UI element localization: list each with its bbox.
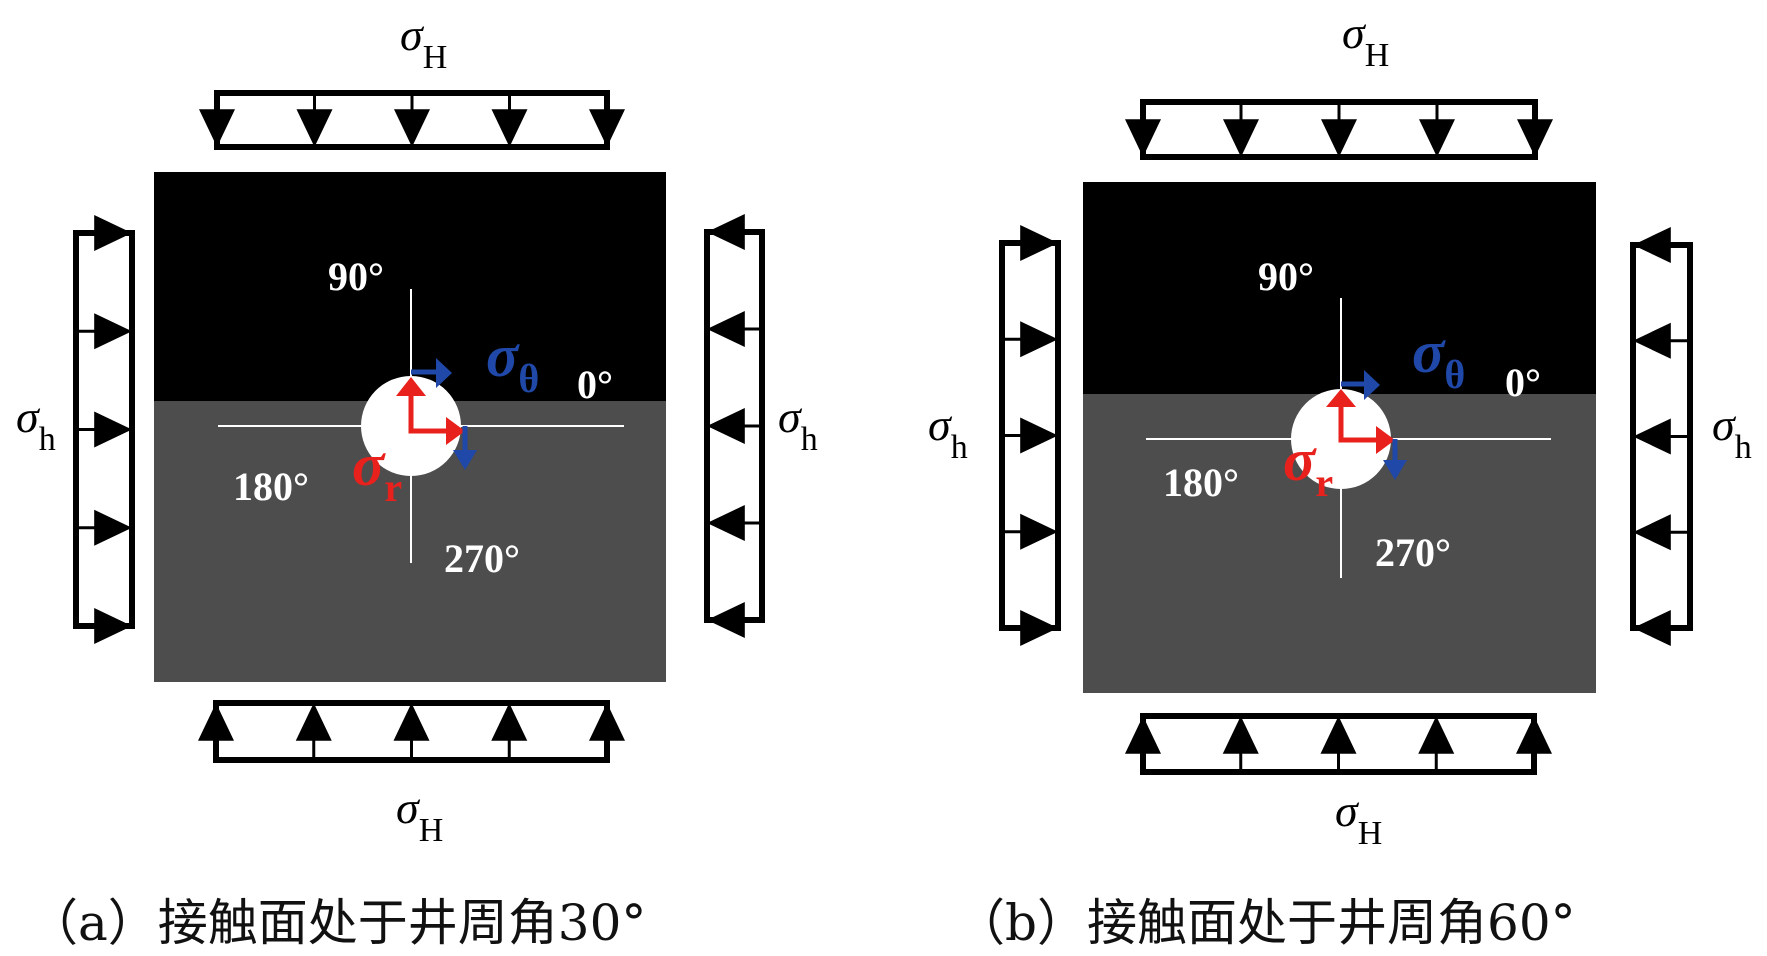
panel-a: 90° 0° 180° 270° σθ σr σH σH σh σh （a）接触… xyxy=(16,9,818,952)
sigma-h-right-label: σh xyxy=(778,391,818,458)
load-arrow-down-icon xyxy=(589,109,625,147)
load-arrow-down-icon xyxy=(491,109,528,147)
top-load-bar xyxy=(1125,99,1553,160)
panel-a-caption: （a）接触面处于井周角30° xyxy=(28,894,646,952)
angle-label-90: 90° xyxy=(328,254,384,299)
rock-upper-layer xyxy=(1083,182,1596,394)
load-arrow-up-icon xyxy=(1418,716,1455,754)
panel-b: 90° 0° 180° 270° σθ σr σH σH σh σh （b）接触… xyxy=(928,7,1752,952)
load-arrow-right-icon xyxy=(1020,417,1058,454)
load-arrow-up-icon xyxy=(295,703,332,741)
load-arrow-left-icon xyxy=(707,602,745,638)
bottom-load-bar xyxy=(1125,713,1552,775)
right-load-bar xyxy=(704,214,765,638)
sigma-r-label: σr xyxy=(1283,427,1333,505)
load-arrow-left-icon xyxy=(1633,610,1671,646)
angle-label-90: 90° xyxy=(1258,254,1314,299)
load-arrow-down-icon xyxy=(1125,119,1161,157)
load-arrow-up-icon xyxy=(1125,716,1161,754)
load-arrow-right-icon xyxy=(94,313,132,350)
load-arrow-left-icon xyxy=(707,214,745,250)
load-arrow-right-icon xyxy=(94,411,132,448)
load-arrow-down-icon xyxy=(1419,119,1455,157)
load-arrow-left-icon xyxy=(707,505,745,541)
load-arrow-up-icon xyxy=(1222,716,1259,754)
angle-label-270: 270° xyxy=(1375,530,1451,575)
load-arrow-right-icon xyxy=(94,509,132,546)
angle-label-0: 0° xyxy=(1505,360,1541,405)
sigma-r-arrows xyxy=(396,377,465,445)
load-arrow-up-icon xyxy=(491,703,528,741)
load-arrow-left-icon xyxy=(707,408,745,444)
angle-label-180: 180° xyxy=(233,464,309,509)
load-arrow-left-icon xyxy=(1633,514,1671,551)
sigma-theta-arrows xyxy=(1341,370,1407,480)
load-arrow-down-icon xyxy=(1517,119,1553,157)
load-arrow-right-icon xyxy=(1020,225,1058,261)
load-arrow-up-icon xyxy=(393,703,430,741)
load-arrow-up-icon xyxy=(198,703,234,741)
sigma-theta-label: σθ xyxy=(1412,319,1465,397)
sigma-H-top-label: σH xyxy=(400,9,447,76)
sigma-h-right-label: σh xyxy=(1712,399,1752,466)
angle-label-0: 0° xyxy=(577,362,613,407)
sigma-H-top-label: σH xyxy=(1342,7,1389,74)
load-arrow-left-icon xyxy=(1633,227,1671,263)
load-arrow-down-icon xyxy=(394,109,430,147)
load-arrow-left-icon xyxy=(707,311,745,347)
sigma-h-left-label: σh xyxy=(928,399,968,466)
panel-b-caption: （b）接触面处于井周角60° xyxy=(955,894,1576,952)
load-arrow-down-icon xyxy=(296,109,333,147)
sigma-theta-label: σθ xyxy=(486,323,539,401)
load-arrow-right-icon xyxy=(1020,321,1058,358)
load-arrow-up-icon xyxy=(589,703,625,741)
load-arrow-down-icon xyxy=(199,109,235,147)
bottom-load-bar xyxy=(198,700,625,763)
load-arrow-left-icon xyxy=(1633,418,1671,455)
sigma-H-bottom-label: σH xyxy=(396,782,443,849)
left-load-bar xyxy=(73,215,135,644)
sigma-r-arrows xyxy=(1326,389,1395,454)
load-arrow-down-icon xyxy=(1321,119,1357,157)
sigma-h-left-label: σh xyxy=(16,391,56,458)
load-arrow-up-icon xyxy=(1320,716,1357,754)
load-arrow-right-icon xyxy=(94,608,132,644)
sigma-H-bottom-label: σH xyxy=(1335,785,1382,852)
load-arrow-right-icon xyxy=(94,215,132,251)
load-arrow-left-icon xyxy=(1633,322,1671,359)
angle-label-270: 270° xyxy=(444,536,520,581)
right-load-bar xyxy=(1630,227,1693,646)
top-load-bar xyxy=(199,90,625,150)
left-load-bar xyxy=(999,225,1061,646)
load-arrow-right-icon xyxy=(1020,610,1058,646)
load-arrow-down-icon xyxy=(1223,119,1259,157)
sigma-theta-arrows xyxy=(411,358,477,470)
load-arrow-up-icon xyxy=(1516,716,1552,754)
sigma-r-label: σr xyxy=(352,432,402,510)
angle-label-180: 180° xyxy=(1163,460,1239,505)
load-arrow-right-icon xyxy=(1020,513,1058,550)
